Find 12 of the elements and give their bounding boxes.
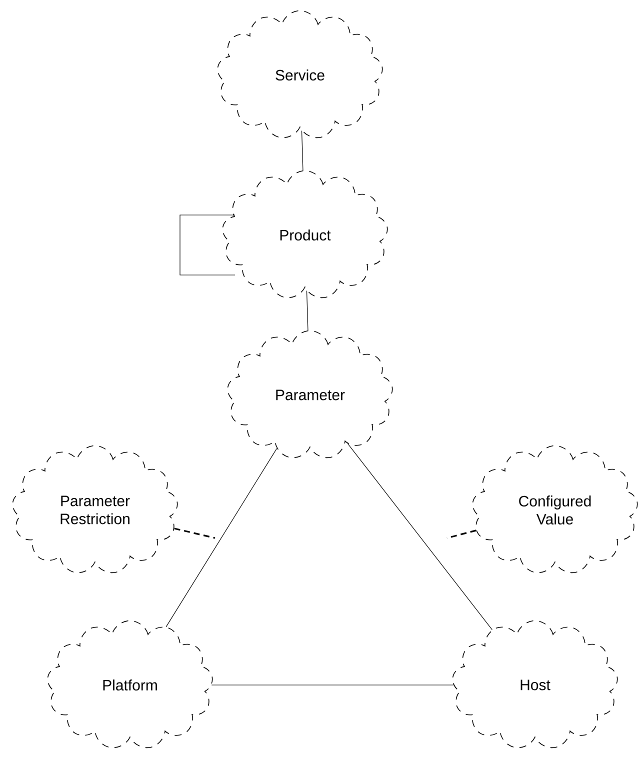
- association-line: [211, 684, 454, 686]
- cloud-node: Product: [222, 170, 388, 298]
- cloud-node: Parameter Restriction: [12, 445, 178, 574]
- cloud-node: Host: [452, 620, 618, 748]
- dashed-link: [174, 528, 216, 539]
- cloud-node: Service: [217, 10, 383, 138]
- association-line: [166, 448, 278, 628]
- cloud-node: Platform: [47, 620, 213, 748]
- cloud-node: Parameter: [227, 330, 393, 458]
- cloud-node: Configured Value: [472, 445, 638, 574]
- dashed-link: [446, 530, 476, 539]
- association-line: [347, 443, 492, 630]
